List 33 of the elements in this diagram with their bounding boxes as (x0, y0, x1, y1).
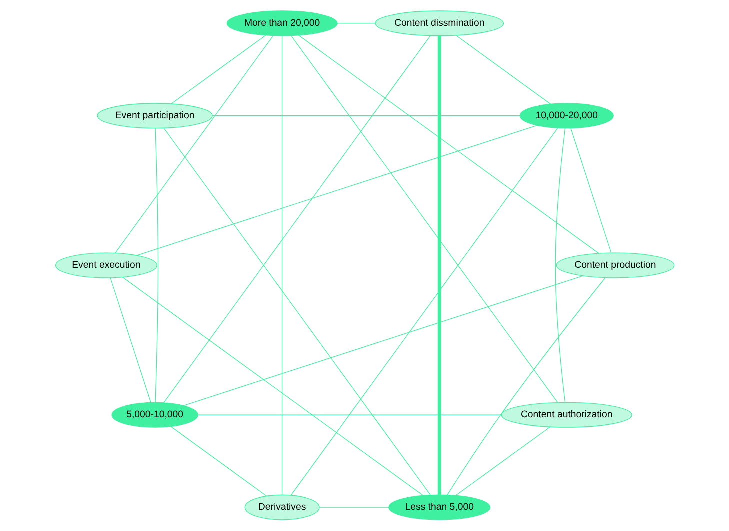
node-ellipse: 5,000-10,000 (111, 402, 198, 428)
connector (170, 426, 267, 497)
connector (570, 128, 612, 254)
connector (122, 276, 424, 496)
node-ellipse: Content production (556, 252, 674, 278)
connector (298, 35, 599, 254)
node-ellipse: Derivatives (244, 494, 320, 520)
connector (446, 278, 606, 496)
node-ellipse: 10,000-20,000 (519, 103, 614, 129)
connector (110, 278, 151, 403)
connector (290, 128, 558, 496)
connector (163, 128, 430, 496)
connector (136, 125, 538, 256)
connector (114, 35, 274, 254)
connector (197, 414, 502, 416)
node-ellipse: Content dissmination (374, 10, 504, 36)
connector (554, 128, 566, 403)
connector (455, 426, 550, 496)
connector (455, 35, 551, 105)
node-ellipse: Event participation (96, 103, 212, 129)
node-ellipse: Event execution (54, 252, 157, 278)
node-ellipse: Content authorization (500, 402, 632, 428)
connector (182, 276, 584, 406)
connector (290, 35, 558, 404)
connector (281, 36, 282, 496)
connector (318, 507, 389, 508)
connector (163, 35, 430, 404)
connector (437, 36, 441, 496)
connector (154, 128, 158, 403)
node-ellipse: Less than 5,000 (388, 494, 490, 520)
node-ellipse: More than 20,000 (226, 10, 338, 36)
connector (336, 23, 376, 24)
connector (170, 35, 266, 104)
